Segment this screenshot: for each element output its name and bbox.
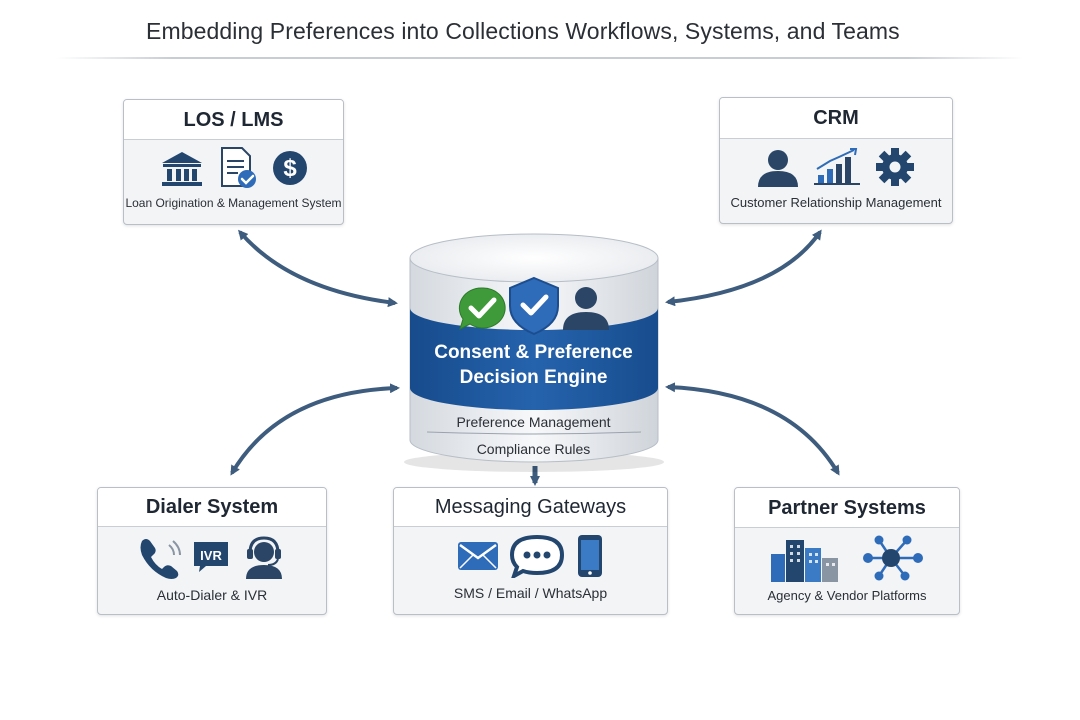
headset-agent-icon <box>246 536 282 579</box>
svg-text:$: $ <box>283 155 297 182</box>
los-lms-card[interactable]: LOS / LMS $ <box>123 99 344 225</box>
partner-icons <box>735 528 959 588</box>
phone-icon <box>140 539 181 579</box>
bar-chart-icon <box>814 148 860 185</box>
messaging-subtitle: SMS / Email / WhatsApp <box>453 585 608 601</box>
crm-subtitle: Customer Relationship Management <box>730 195 942 210</box>
title-divider <box>56 57 1024 59</box>
messaging-card[interactable]: Messaging Gateways SMS / Email / WhatsAp… <box>393 487 668 615</box>
los-lms-icons: $ <box>124 140 343 196</box>
page-title: Embedding Preferences into Collections W… <box>146 18 900 44</box>
arrow-crm-engine <box>665 229 822 307</box>
crm-icons <box>720 139 952 195</box>
person-icon <box>563 287 609 330</box>
ivr-label: IVR <box>200 548 222 563</box>
green-check-chat-icon <box>458 287 506 330</box>
arrow-los-engine <box>238 229 398 308</box>
ivr-icon: IVR <box>194 542 228 572</box>
messaging-title: Messaging Gateways <box>394 488 667 527</box>
gear-icon <box>876 148 914 186</box>
arrow-dialer-engine <box>230 383 400 476</box>
engine-title-line1: Consent & Preference <box>434 342 633 363</box>
partner-subtitle: Agency & Vendor Platforms <box>767 588 927 603</box>
engine-title-line2: Decision Engine <box>459 367 608 388</box>
los-lms-subtitle: Loan Origination & Management System <box>125 196 342 210</box>
engine-layer-preference: Preference Management <box>456 414 611 430</box>
buildings-icon <box>771 540 838 582</box>
dialer-title: Dialer System <box>98 488 326 527</box>
arrow-partner-engine <box>665 382 840 476</box>
partner-title: Partner Systems <box>735 488 959 528</box>
shield-check-icon <box>509 276 559 336</box>
engine-layer-compliance: Compliance Rules <box>476 441 591 457</box>
dialer-icons: IVR <box>98 527 326 587</box>
los-lms-title: LOS / LMS <box>124 100 343 140</box>
dialer-subtitle: Auto-Dialer & IVR <box>156 587 268 603</box>
bank-icon <box>161 152 202 186</box>
crm-title: CRM <box>720 98 952 139</box>
partner-card[interactable]: Partner Systems <box>734 487 960 615</box>
person-icon <box>758 150 798 187</box>
envelope-icon <box>457 542 498 570</box>
network-icon <box>863 535 923 581</box>
document-check-icon <box>220 147 256 188</box>
dollar-coin-icon: $ <box>272 151 307 185</box>
mobile-phone-icon <box>577 535 602 577</box>
chat-bubble-icon <box>509 534 564 578</box>
crm-card[interactable]: CRM <box>719 97 953 224</box>
dialer-card[interactable]: Dialer System IVR Auto-Dialer & IVR <box>97 487 327 615</box>
messaging-icons <box>394 527 667 585</box>
